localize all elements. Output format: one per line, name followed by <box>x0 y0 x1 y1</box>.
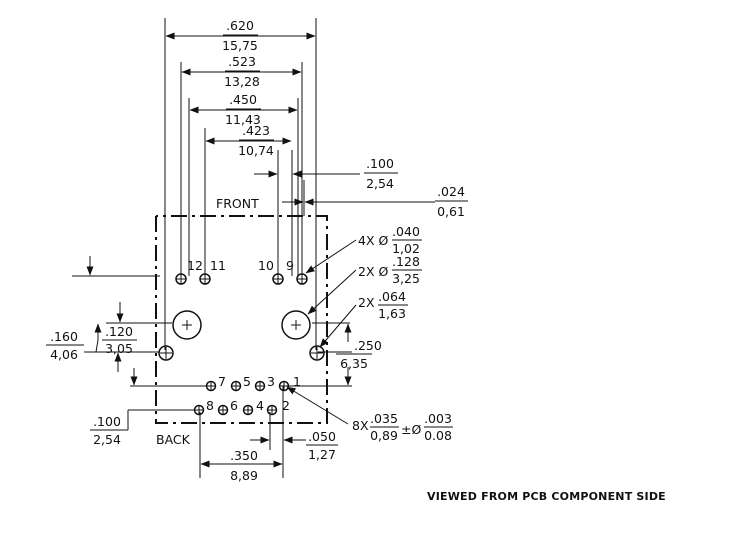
medium-hole-left <box>158 345 174 361</box>
dim-423: .423 10,74 <box>238 123 274 158</box>
holes <box>158 273 325 416</box>
dim-100-top-mm: 2,54 <box>366 176 394 191</box>
dim-620: .620 15,75 <box>222 18 258 53</box>
dim-350-inch: .350 <box>230 448 258 463</box>
callout-035-prefix: 8X <box>352 418 369 433</box>
callout-035-mm: 0,89 <box>370 428 398 443</box>
dim-350: .350 8,89 <box>230 448 258 483</box>
dim-100-left-inch: .100 <box>93 414 121 429</box>
pin-label-5: 5 <box>243 374 251 389</box>
callout-035-tol-mm: 0.08 <box>424 428 452 443</box>
connector-outline <box>155 215 328 424</box>
dim-160-mm: 4,06 <box>50 347 78 362</box>
callout-hole-128: 2X Ø .128 3,25 <box>358 254 422 286</box>
callout-040-prefix: 4X Ø <box>358 233 388 248</box>
callout-040-inch: .040 <box>392 224 420 239</box>
pin-label-3: 3 <box>267 374 275 389</box>
hole-pin-6 <box>217 404 229 416</box>
dim-250-inch: .250 <box>354 338 382 353</box>
large-mount-hole-left <box>172 310 202 340</box>
callout-128-prefix: 2X Ø <box>358 264 388 279</box>
leader-lines <box>286 239 357 425</box>
dim-024: .024 0,61 <box>435 184 468 219</box>
pin-labels: 12 11 10 9 7 5 3 1 8 6 4 2 <box>187 258 301 413</box>
hole-pin-9 <box>296 273 308 285</box>
dim-620-mm: 15,75 <box>222 38 258 53</box>
dim-100-top: .100 2,54 <box>364 156 398 191</box>
hole-pin-11 <box>199 273 211 285</box>
callout-064-mm: 1,63 <box>378 306 406 321</box>
back-label: BACK <box>156 432 191 447</box>
dim-450-inch: .450 <box>229 92 257 107</box>
extension-lines <box>72 18 352 478</box>
dim-423-inch: .423 <box>242 123 270 138</box>
hole-pin-1 <box>278 380 290 392</box>
hole-pin-3 <box>254 380 266 392</box>
hole-pin-10 <box>272 273 284 285</box>
callout-hole-064: 2X .064 1,63 <box>358 289 408 321</box>
dim-160-inch: .160 <box>50 329 78 344</box>
pin-label-9: 9 <box>286 258 294 273</box>
dimension-arrows <box>165 32 435 468</box>
front-label: FRONT <box>216 196 259 211</box>
pin-label-6: 6 <box>230 398 238 413</box>
dim-523-mm: 13,28 <box>224 74 260 89</box>
dim-250-mm: 6,35 <box>340 356 368 371</box>
pin-label-10: 10 <box>258 258 274 273</box>
dim-050-inch: .050 <box>308 429 336 444</box>
dim-024-mm: 0,61 <box>437 204 465 219</box>
dim-350-mm: 8,89 <box>230 468 258 483</box>
pin-label-8: 8 <box>206 398 214 413</box>
dim-423-mm: 10,74 <box>238 143 274 158</box>
dim-620-inch: .620 <box>226 18 254 33</box>
callout-128-inch: .128 <box>392 254 420 269</box>
pin-label-2: 2 <box>282 398 290 413</box>
dim-523-inch: .523 <box>228 54 256 69</box>
dim-100-left-mm: 2,54 <box>93 432 121 447</box>
dim-120: .120 3,05 <box>102 324 137 356</box>
pin-label-11: 11 <box>210 258 226 273</box>
dim-050: .050 1,27 <box>306 429 338 462</box>
vertical-dimension-arrows <box>84 256 352 386</box>
hole-pin-12 <box>175 273 187 285</box>
callout-064-inch: .064 <box>378 289 406 304</box>
dim-024-inch: .024 <box>437 184 465 199</box>
callout-040-mm: 1,02 <box>392 241 420 256</box>
callout-hole-040: 4X Ø .040 1,02 <box>358 224 422 256</box>
pin-label-1: 1 <box>293 374 301 389</box>
dim-450: .450 11,43 <box>225 92 261 127</box>
view-caption: VIEWED FROM PCB COMPONENT SIDE <box>427 490 666 503</box>
medium-hole-right <box>309 345 325 361</box>
callout-035-inch: .035 <box>370 411 398 426</box>
dim-160: .160 4,06 <box>46 329 84 362</box>
callout-128-mm: 3,25 <box>392 271 420 286</box>
dim-100-left: .100 2,54 <box>90 410 129 447</box>
dim-523: .523 13,28 <box>224 54 260 89</box>
hole-pin-8 <box>193 404 205 416</box>
dim-100-top-inch: .100 <box>366 156 394 171</box>
dim-050-mm: 1,27 <box>308 447 336 462</box>
pin-label-4: 4 <box>256 398 264 413</box>
pin-label-7: 7 <box>218 374 226 389</box>
callout-035-tolerance-symbol: ±Ø <box>401 422 421 437</box>
hole-pin-4 <box>242 404 254 416</box>
hole-pin-5 <box>230 380 242 392</box>
dim-120-inch: .120 <box>105 324 133 339</box>
callout-hole-035: 8X .035 0,89 ±Ø .003 0.08 <box>352 411 453 443</box>
large-mount-hole-right <box>281 310 311 340</box>
dim-120-mm: 3,05 <box>105 341 133 356</box>
pin-label-12: 12 <box>187 258 203 273</box>
hole-pin-2 <box>266 404 278 416</box>
hole-pin-7 <box>205 380 217 392</box>
callout-064-prefix: 2X <box>358 295 375 310</box>
callout-035-tol-inch: .003 <box>424 411 452 426</box>
dim-250: .250 6,35 <box>336 338 382 371</box>
dim-450-mm: 11,43 <box>225 112 261 127</box>
